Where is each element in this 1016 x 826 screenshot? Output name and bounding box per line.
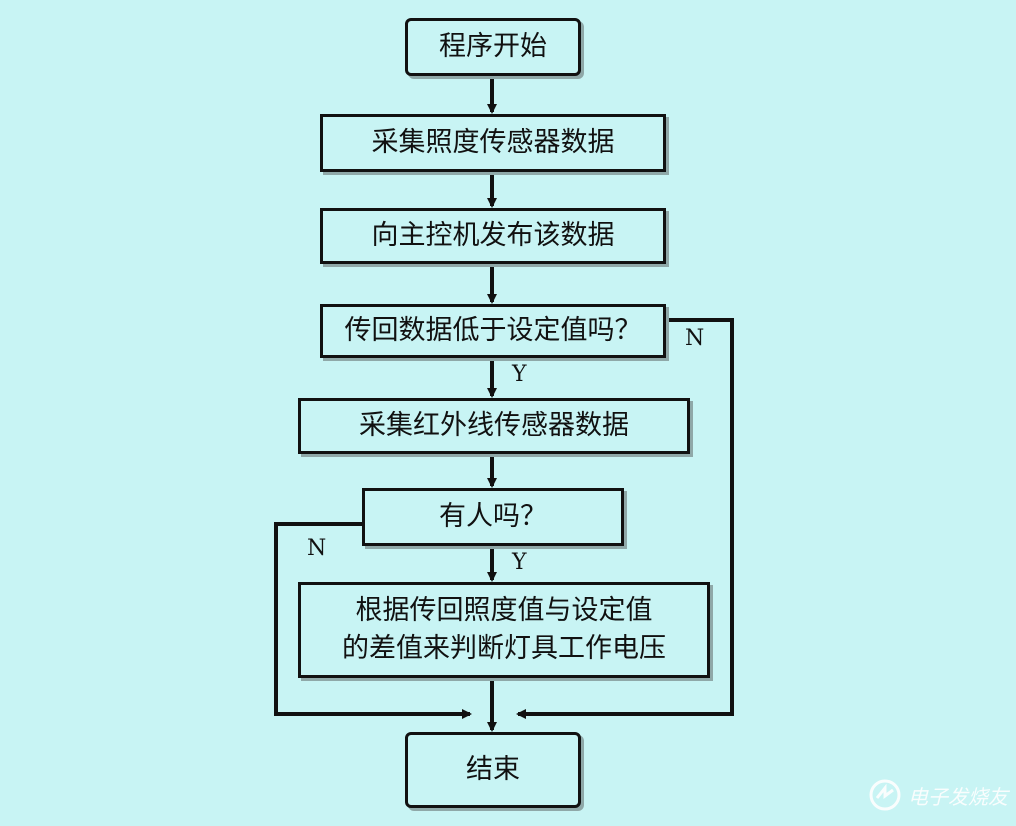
collect-light-node: 采集照度传感器数据	[320, 114, 666, 172]
check-person-label: 有人吗？	[439, 501, 547, 532]
watermark-text: 电子发烧友	[908, 784, 1008, 809]
decide-voltage-node: 根据传回照度值与设定值 的差值来判断灯具工作电压	[298, 582, 710, 678]
publish-label: 向主控机发布该数据	[371, 220, 615, 251]
watermark: 电子发烧友	[868, 770, 1008, 820]
watermark-logo-icon	[869, 779, 901, 811]
arrow-check-person-no	[274, 522, 472, 719]
label-check-low-yes: Y	[512, 362, 527, 387]
label-check-person-yes: Y	[512, 550, 527, 575]
end-node-label: 结束	[466, 754, 520, 785]
end-node: 结束	[405, 732, 581, 808]
check-low-label: 传回数据低于设定值吗？	[344, 315, 642, 346]
check-low-node: 传回数据低于设定值吗？	[320, 304, 666, 358]
label-check-low-no: N	[685, 326, 705, 351]
start-node-label: 程序开始	[439, 31, 547, 62]
collect-ir-node: 采集红外线传感器数据	[298, 398, 690, 454]
publish-node: 向主控机发布该数据	[320, 208, 666, 264]
collect-light-label: 采集照度传感器数据	[371, 127, 615, 158]
start-node: 程序开始	[405, 18, 581, 76]
collect-ir-label: 采集红外线传感器数据	[359, 410, 629, 441]
label-check-person-no: N	[307, 536, 327, 561]
check-person-node: 有人吗？	[362, 488, 624, 546]
arrow-check-low-no	[516, 318, 734, 719]
decide-voltage-label-line1: 根据传回照度值与设定值	[355, 595, 653, 626]
decide-voltage-label-line2: 的差值来判断灯具工作电压	[342, 633, 666, 664]
